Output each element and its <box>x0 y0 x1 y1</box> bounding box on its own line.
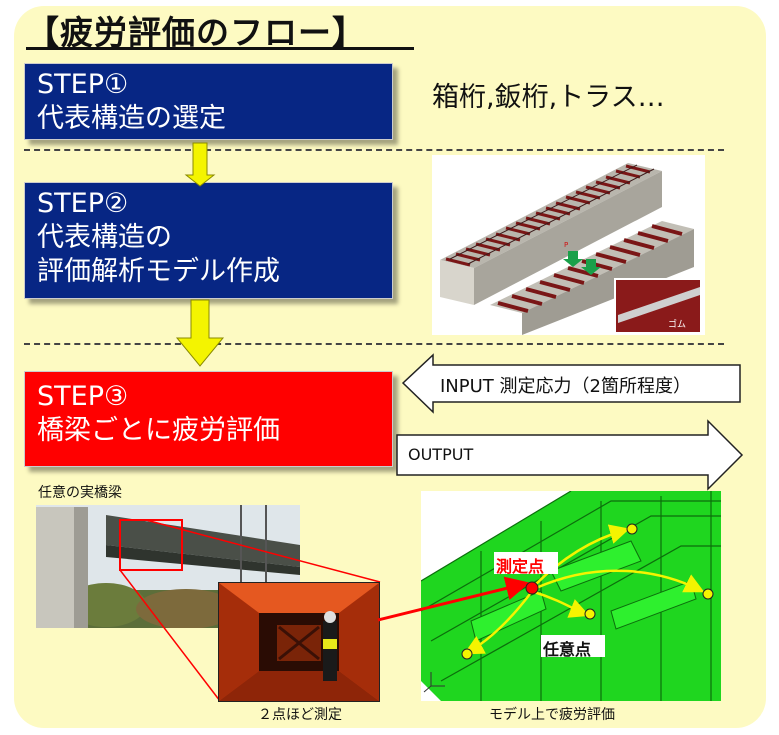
step3-text: 橋梁ごとに疲労評価 <box>37 415 280 446</box>
load-label: P <box>564 241 568 249</box>
analysis-model-image: P ゴム <box>432 155 705 335</box>
inspection-photo <box>218 582 380 702</box>
arbitrary-point-label: 任意点 <box>543 640 592 659</box>
divider-1 <box>24 149 724 151</box>
real-bridge-caption: 任意の実橋梁 <box>38 485 122 501</box>
measure-caption: ２点ほど測定 <box>258 707 342 723</box>
input-label: INPUT 測定応力（2箇所程度） <box>440 376 691 397</box>
measurement-point-marker <box>525 581 539 595</box>
evaluate-caption: モデル上で疲労評価 <box>489 707 615 723</box>
step1-text: 代表構造の選定 <box>37 103 226 134</box>
step2-box: STEP② 代表構造の 評価解析モデル作成 <box>24 182 393 299</box>
fe-model-image <box>421 491 721 701</box>
step2-text-2: 評価解析モデル作成 <box>37 256 280 287</box>
page-title: 【疲労評価のフロー】 <box>26 13 366 52</box>
rubber-label: ゴム <box>668 318 686 330</box>
output-arrow <box>396 419 744 491</box>
structure-types: 箱桁,鈑桁,トラス… <box>432 82 665 113</box>
title-underline <box>26 47 414 50</box>
input-arrow <box>401 353 741 414</box>
step2-text-1: 代表構造の <box>37 222 172 253</box>
step2-label: STEP② <box>37 188 129 219</box>
step3-box: STEP③ 橋梁ごとに疲労評価 <box>24 371 393 467</box>
step3-label: STEP③ <box>37 381 129 412</box>
divider-2 <box>24 343 724 345</box>
output-label: OUTPUT <box>408 445 474 464</box>
step1-box: STEP① 代表構造の選定 <box>24 63 393 140</box>
step1-label: STEP① <box>37 69 129 100</box>
measurement-point-label: 測定点 <box>496 557 545 576</box>
